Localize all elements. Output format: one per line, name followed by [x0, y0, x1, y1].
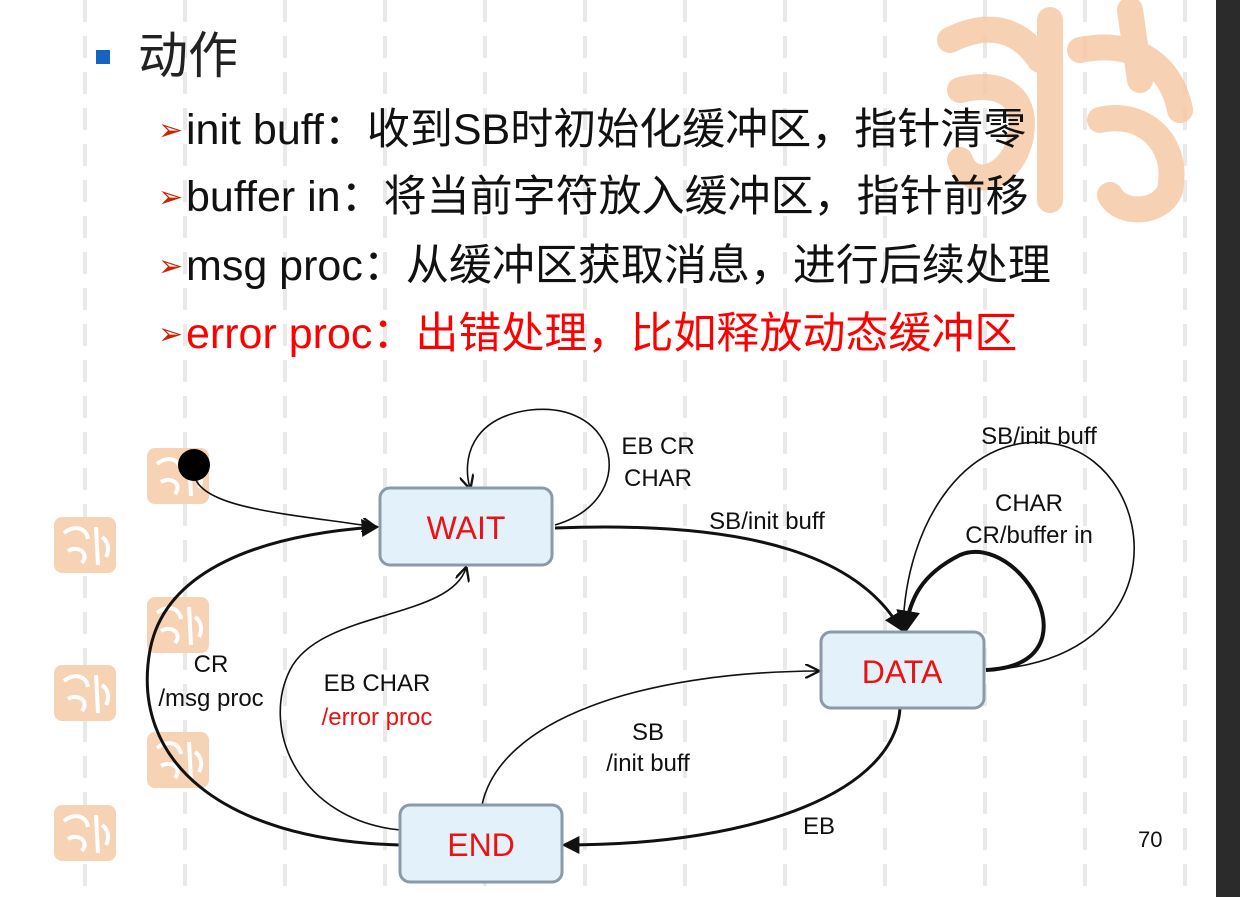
- bullet-desc: 将当前字符放入缓冲区，指针前移: [383, 173, 1029, 221]
- bullet-desc: 出错处理，比如释放动态缓冲区: [415, 310, 1018, 358]
- bullet-list: 动作 ➢init buff：收到SB时初始化缓冲区，指针清零 ➢buffer i…: [0, 0, 1216, 380]
- decorative-seal-small: [147, 732, 209, 788]
- decorative-seal-small: [147, 597, 209, 653]
- arrow-bullet-icon: ➢: [158, 318, 184, 351]
- label-end-to-wait-2: /msg proc: [158, 685, 263, 712]
- label-data-self-inner-2: CR/buffer in: [965, 522, 1093, 549]
- bullet-item-buffer-in: ➢buffer in：将当前字符放入缓冲区，指针前移: [158, 167, 1029, 228]
- state-label-end: END: [447, 827, 515, 863]
- label-end-to-wait-err-1: EB CHAR: [324, 670, 431, 697]
- state-end: END: [398, 803, 564, 884]
- label-end-to-wait-err-2: /error proc: [322, 704, 433, 731]
- bullet-item-error-proc: ➢error proc：出错处理，比如释放动态缓冲区: [158, 304, 1017, 365]
- bullet-separator: ：: [362, 242, 406, 290]
- decorative-seal-small: [54, 665, 116, 721]
- label-wait-self-2: CHAR: [624, 465, 692, 492]
- transition-wait-to-data: [554, 525, 902, 632]
- heading-bullet: 动作: [96, 26, 238, 86]
- decorative-seal-small: [54, 805, 116, 861]
- transition-end-to-wait-msg: [145, 519, 401, 847]
- state-label-wait: WAIT: [427, 510, 506, 546]
- arrow-bullet-icon: ➢: [158, 181, 184, 214]
- decorative-seal-small: [54, 517, 116, 573]
- bullet-separator: ：: [323, 106, 367, 154]
- transition-end-to-data: [481, 671, 818, 806]
- state-data: DATA: [819, 630, 986, 710]
- state-diagram: WAIT DATA END EB CR CHAR SB/init buff SB…: [145, 408, 1135, 884]
- page-number: 70: [1138, 827, 1163, 852]
- state-label-data: DATA: [862, 654, 943, 690]
- decorative-seal-large: [937, 0, 1193, 223]
- bullet-separator: ：: [340, 173, 384, 221]
- state-wait: WAIT: [378, 486, 554, 567]
- label-end-to-data-2: /init buff: [606, 750, 690, 777]
- bullet-term: error proc: [186, 310, 373, 358]
- arrow-bullet-icon: ➢: [158, 114, 184, 147]
- bullet-term: buffer in: [186, 173, 341, 221]
- bullet-desc: 收到SB时初始化缓冲区，指针清零: [366, 106, 1027, 154]
- arrow-bullet-icon: ➢: [158, 250, 184, 283]
- label-end-to-data-1: SB: [632, 719, 664, 746]
- bullet-term: msg proc: [186, 242, 363, 290]
- label-wait-self-1: EB CR: [621, 433, 694, 460]
- bullet-separator: ：: [372, 310, 416, 358]
- label-data-self-outer: SB/init buff: [981, 423, 1097, 450]
- bullet-term: init buff: [186, 106, 324, 154]
- wait-self-loop: [467, 408, 610, 526]
- transition-end-to-wait-error: [279, 568, 466, 831]
- bullet-item-msg-proc: ➢msg proc：从缓冲区获取消息，进行后续处理: [158, 236, 1051, 297]
- data-self-loop-outer: [903, 441, 1135, 671]
- bullet-desc: 从缓冲区获取消息，进行后续处理: [405, 242, 1051, 290]
- bullet-item-init-buff: ➢init buff：收到SB时初始化缓冲区，指针清零: [158, 100, 1026, 161]
- label-data-self-inner-1: CHAR: [995, 490, 1063, 517]
- transition-data-to-end: [561, 707, 902, 854]
- label-data-to-end: EB: [803, 813, 835, 840]
- initial-state-dot: [178, 449, 210, 481]
- label-wait-to-data: SB/init buff: [709, 508, 825, 535]
- label-end-to-wait-1: CR: [194, 651, 229, 678]
- data-self-loop-inner: [896, 550, 1046, 672]
- initial-transition: [195, 479, 375, 527]
- square-bullet-icon: [96, 50, 110, 64]
- heading-text: 动作: [138, 28, 238, 84]
- window-edge-strip: [1216, 0, 1240, 897]
